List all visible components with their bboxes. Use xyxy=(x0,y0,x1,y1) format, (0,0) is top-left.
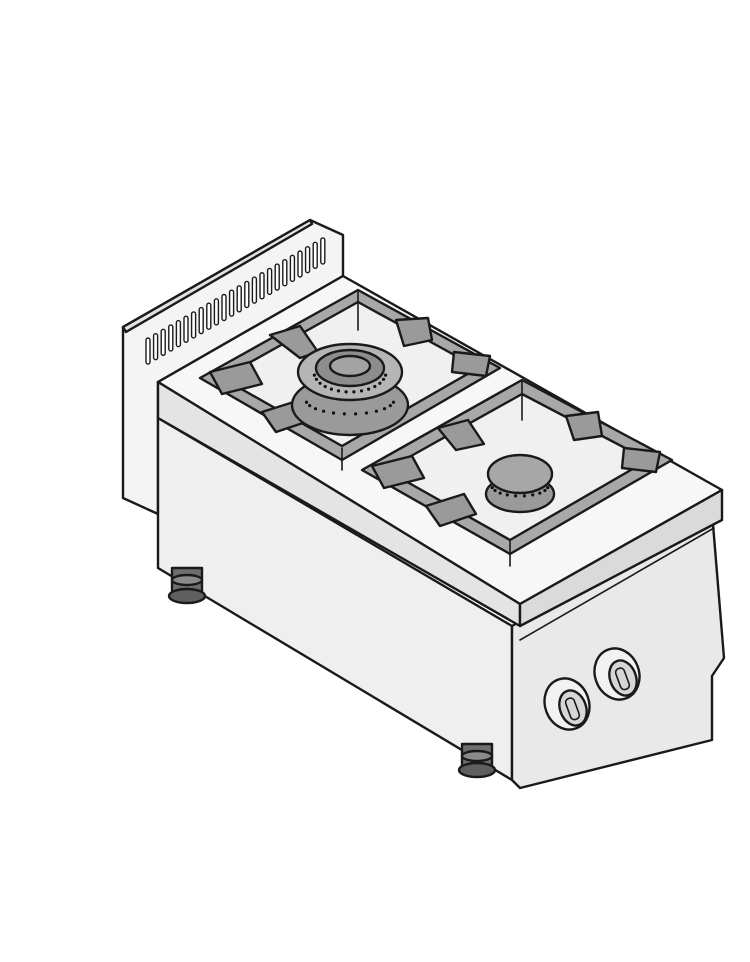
burner-port xyxy=(359,389,364,393)
burner-port xyxy=(384,373,388,377)
control-knob-left[interactable] xyxy=(537,672,596,736)
burner-port xyxy=(531,493,535,497)
burner-small xyxy=(484,453,556,514)
burner-port xyxy=(490,486,494,490)
vent-slot xyxy=(228,289,235,317)
vent-slots xyxy=(145,237,326,365)
vent-slot xyxy=(282,259,288,287)
burner-ports xyxy=(304,373,396,416)
burner-port xyxy=(314,377,319,381)
foot-right xyxy=(457,742,497,779)
burner-port xyxy=(318,381,322,385)
burner-port xyxy=(308,404,312,408)
burner-port xyxy=(364,411,369,415)
burner-port xyxy=(388,404,392,408)
burner-port xyxy=(323,384,327,389)
burner-port xyxy=(505,493,509,497)
burner-port xyxy=(304,400,309,404)
vent-slot xyxy=(289,254,296,283)
burner-port xyxy=(344,390,348,394)
burner-port xyxy=(382,407,387,411)
control-knob-right[interactable] xyxy=(587,642,646,706)
burner-port xyxy=(329,387,333,391)
burner-port xyxy=(522,494,527,498)
vent-slot xyxy=(160,328,166,356)
burner-port xyxy=(354,412,358,416)
vent-slot xyxy=(312,241,318,270)
burner-port xyxy=(543,488,547,493)
burner-port xyxy=(378,381,382,385)
vent-slot xyxy=(259,272,265,300)
vent-slot xyxy=(175,319,182,348)
vent-slot xyxy=(244,280,250,309)
foot-left xyxy=(167,566,207,605)
burner-port xyxy=(391,400,396,404)
burner-port xyxy=(336,389,341,393)
vent-slot xyxy=(236,285,242,313)
burner-port xyxy=(538,491,542,495)
vent-slot xyxy=(183,315,189,343)
vent-slot xyxy=(168,324,174,352)
burner-large xyxy=(290,342,410,437)
vent-slot xyxy=(297,250,303,278)
burner-port xyxy=(352,390,356,394)
burner-port xyxy=(342,412,346,416)
burner-port xyxy=(322,409,326,413)
burner-port xyxy=(546,486,550,490)
burner-ports xyxy=(490,486,550,498)
burner-port xyxy=(312,373,316,377)
burner-port xyxy=(374,409,378,413)
vent-slot xyxy=(206,302,212,330)
grate-legs xyxy=(341,291,523,567)
burner-port xyxy=(498,491,502,495)
splashback xyxy=(121,218,345,516)
vent-slot xyxy=(266,267,273,296)
vent-slot xyxy=(274,263,280,291)
burner-port xyxy=(493,488,497,493)
burner-port xyxy=(373,384,377,389)
vent-slot xyxy=(145,337,151,365)
vent-slot xyxy=(320,237,326,265)
burner-port xyxy=(367,387,371,391)
vent-slot xyxy=(304,245,311,274)
vent-slot xyxy=(198,306,204,335)
vent-slot xyxy=(251,276,258,304)
burner-port xyxy=(331,411,336,415)
burner-port xyxy=(313,407,318,411)
burner-port xyxy=(514,494,518,498)
vent-slot xyxy=(152,332,159,361)
burner-port xyxy=(381,377,386,381)
vent-slot xyxy=(190,311,197,339)
vent-slot xyxy=(221,293,227,322)
vent-slot xyxy=(213,298,220,326)
